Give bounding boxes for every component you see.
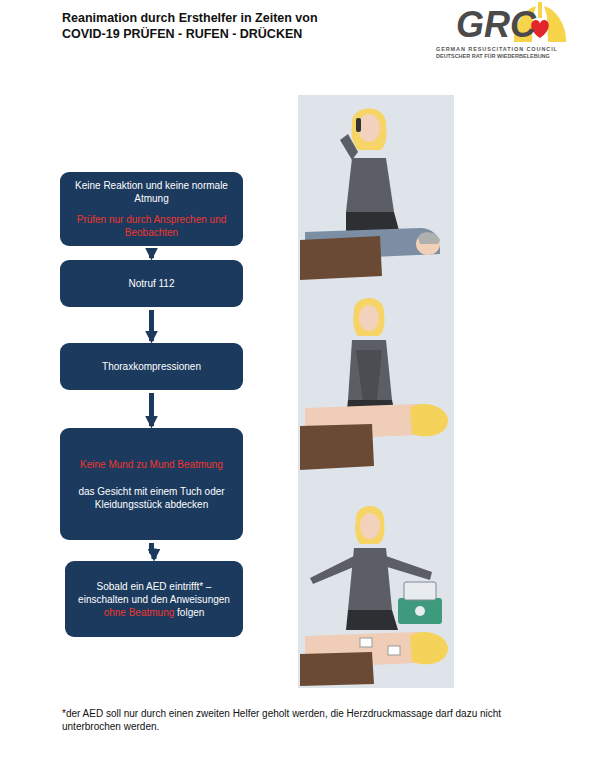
scene-aed [300,506,448,686]
process-box: Keine Mund zu Mund Beatmung das Gesicht m… [60,428,243,540]
scene-emergency-call [300,109,440,281]
illustration-panel [298,95,454,688]
box-text: ohne Beatmung [104,607,175,618]
flow-arrow [152,543,155,559]
aed-device [398,598,442,624]
aed-pad [360,638,372,647]
text-run: Sobald ein AED eintrifft* – einschalten … [75,580,233,619]
box-text: Keine Mund zu Mund Beatmung [70,458,233,471]
logo-subtitle: DEUTSCHER RAT FÜR WIEDERBELEBUNG [436,53,576,60]
box-text: Prüfen nur durch Ansprechen und Beobacht… [70,213,233,239]
box-text: Thoraxkompressionen [70,360,233,373]
aed-pad [388,646,400,655]
box-text: Sobald ein AED eintrifft* – einschalten … [78,581,230,605]
box-text: das Gesicht mit einem Tuch oder Kleidung… [70,485,233,511]
process-box: Sobald ein AED eintrifft* – einschalten … [65,561,243,637]
logo-subtitle: GERMAN RESUSCITATION COUNCIL [436,46,576,53]
flow-arrow [149,249,154,258]
process-box: Keine Reaktion und keine normale AtmungP… [60,172,243,246]
scene-chest-compressions [300,298,448,470]
box-text: Keine Reaktion und keine normale Atmung [70,179,233,205]
box-text: Notruf 112 [70,277,233,290]
flow-arrow [149,393,154,426]
flow-arrow [149,310,154,341]
process-box: Notruf 112 [60,260,243,307]
page-title: Reanimation durch Ersthelfer in Zeiten v… [62,11,362,42]
logo-text: GRC [456,2,536,47]
box-text: folgen [177,607,204,618]
footnote: *der AED soll nur durch einen zweiten He… [62,708,542,733]
process-box: Thoraxkompressionen [60,343,243,390]
